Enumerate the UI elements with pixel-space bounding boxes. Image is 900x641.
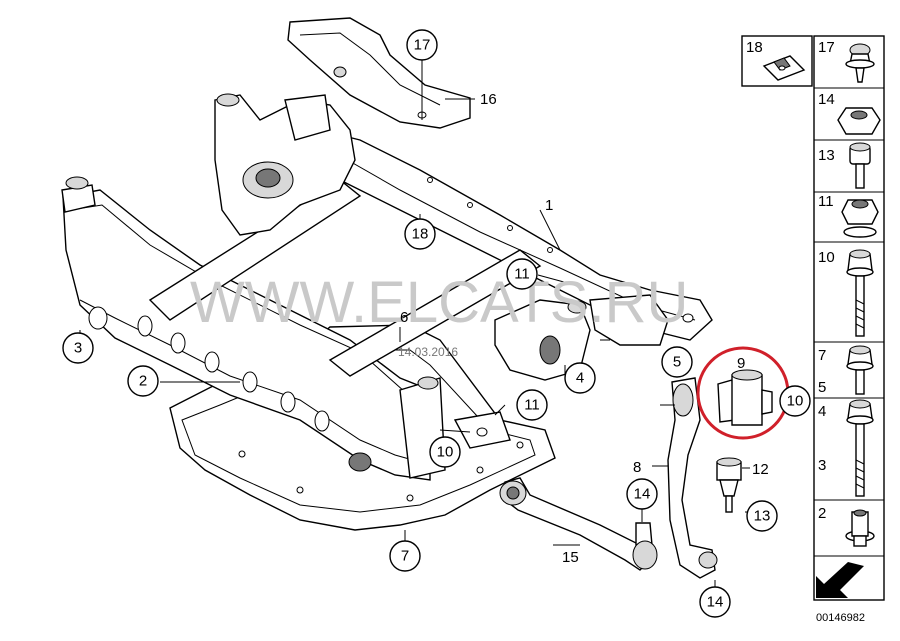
svg-text:13: 13 [754,508,771,525]
callouts: 17 16 18 1 11 3 2 6 4 5 9 10 11 10 8 12 … [62,29,811,618]
callout-11-upper: 11 [506,258,538,290]
svg-text:10: 10 [787,393,804,410]
callout-3: 3 [62,332,94,364]
panel-label-2: 2 [818,505,826,522]
panel-label-14: 14 [818,91,835,108]
panel-label-4: 4 [818,403,826,420]
callout-7: 7 [389,540,421,572]
svg-text:14: 14 [707,594,724,611]
callout-4: 4 [564,362,596,394]
callout-10-right: 10 [779,385,811,417]
callout-5: 5 [661,346,693,378]
hex-bolt-icon [846,345,874,395]
bushing [717,369,773,426]
svg-text:11: 11 [514,266,530,283]
heat-shield [287,17,471,129]
panel-label-17: 17 [818,39,835,56]
svg-text:4: 4 [576,370,584,387]
panel-label-3: 3 [818,457,826,474]
hex-nut-icon [837,107,881,135]
svg-text:3: 3 [74,340,82,357]
panel-label-18: 18 [746,39,763,56]
collar-nut-icon [841,199,879,238]
parts-panel: 18 17 14 13 [741,35,885,601]
callout-18: 18 [404,218,436,250]
callout-1: 1 [545,197,553,214]
callout-6: 6 [400,309,408,326]
panel-label-11: 11 [818,193,834,210]
callout-15: 15 [562,549,579,566]
svg-text:7: 7 [401,548,409,565]
callout-10-left: 10 [429,436,461,468]
callout-11-lower: 11 [516,389,548,421]
callout-14-upper: 14 [626,478,658,510]
callout-12: 12 [752,461,769,478]
front-axle-drawing [61,17,790,588]
svg-text:18: 18 [412,226,429,243]
catalog-number: 00146982 [816,612,865,624]
svg-text:5: 5 [673,354,681,371]
engine-mount-bracket [214,94,356,236]
callout-8: 8 [633,459,641,476]
ball-joint [716,457,742,513]
cross-beam [314,129,713,341]
callout-9: 9 [737,355,745,372]
panel-label-5: 5 [818,379,826,396]
callout-14-lower: 14 [699,586,731,618]
callout-16: 16 [480,91,497,108]
direction-arrow-icon [816,562,864,598]
callout-13: 13 [746,500,778,532]
callout-17: 17 [406,29,438,61]
svg-text:14: 14 [634,486,651,503]
long-hex-bolt-icon [846,249,874,337]
date-stamp: 14.03.2016 [398,345,458,359]
long-hex-bolt-icon [846,399,874,497]
rivet-nut-icon [845,509,875,547]
panel-label-10: 10 [818,249,835,266]
watermark: WWW.ELCATS.RU [190,270,688,335]
torx-bolt-icon [849,142,871,189]
flange-screw-icon [845,43,875,83]
svg-text:2: 2 [139,373,147,390]
panel-label-7: 7 [818,347,826,364]
callout-2: 2 [127,365,159,397]
svg-text:17: 17 [414,37,431,54]
svg-text:11: 11 [524,397,540,414]
clip-nut-icon [762,55,806,81]
side-member-holes [88,306,330,432]
panel-label-13: 13 [818,147,835,164]
svg-text:10: 10 [437,444,454,461]
